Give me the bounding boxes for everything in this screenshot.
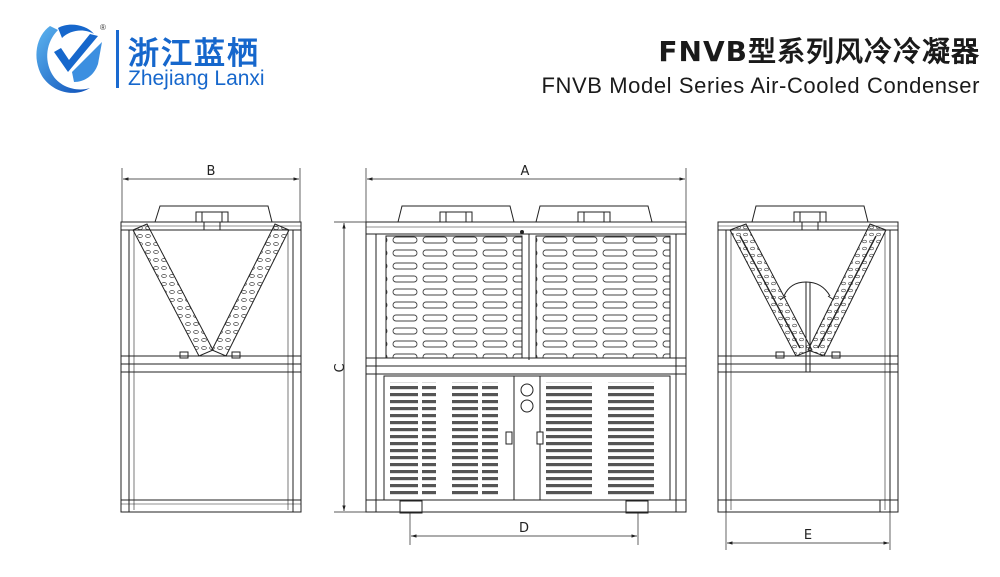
dimension-label-e: E: [804, 528, 812, 543]
logo-divider: [116, 30, 119, 88]
registered-mark: ®: [100, 23, 106, 32]
brand-name-cn: 浙江蓝栖: [128, 36, 260, 72]
page-title-en: FNVB Model Series Air-Cooled Condenser: [541, 73, 980, 98]
dimension-label-a: A: [521, 164, 530, 179]
brand-name-en: Zhejiang Lanxi: [128, 67, 265, 90]
right-side-view: [717, 205, 899, 550]
page-title-cn: FNVB型系列风冷冷凝器: [658, 35, 980, 68]
dimension-label-c: C: [333, 363, 348, 372]
brand-logo: ®: [36, 23, 106, 93]
left-side-view: [120, 168, 302, 513]
dimension-label-d: D: [519, 521, 529, 536]
dimension-label-b: B: [207, 164, 216, 179]
front-view: [334, 168, 687, 545]
